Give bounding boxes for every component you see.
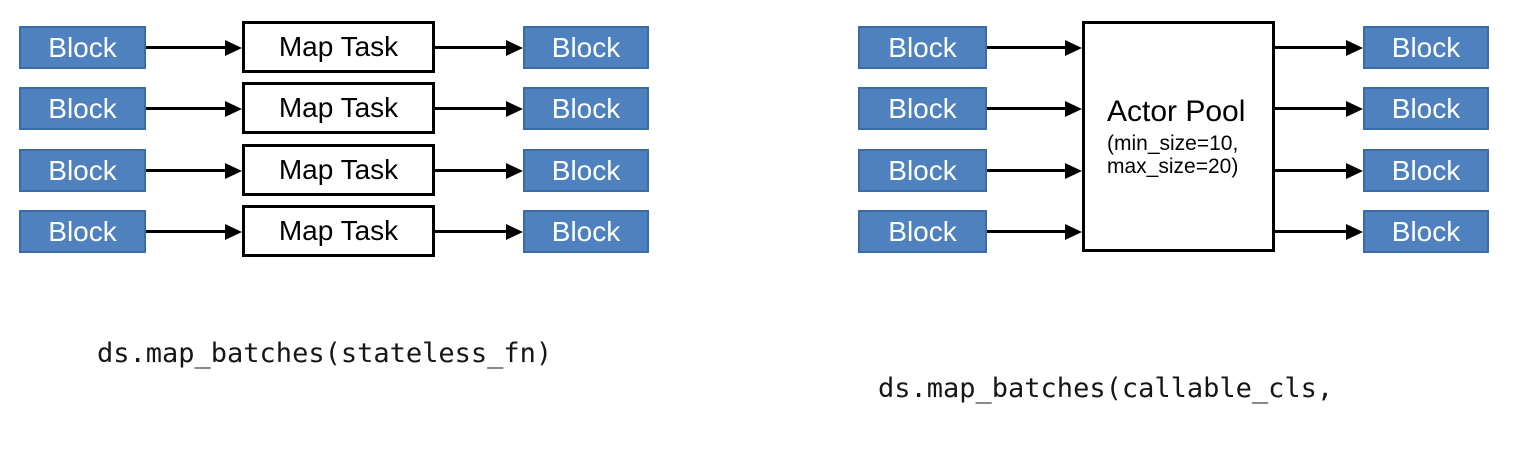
flow-arrow-icon bbox=[435, 100, 523, 117]
input-block: Block bbox=[858, 210, 987, 253]
output-block: Block bbox=[1363, 149, 1489, 192]
output-block: Block bbox=[523, 87, 649, 130]
flow-arrow-icon bbox=[146, 100, 242, 117]
input-block: Block bbox=[19, 210, 146, 253]
flow-arrow-icon bbox=[987, 100, 1082, 117]
flow-arrow-icon bbox=[146, 162, 242, 179]
flow-arrow-icon bbox=[435, 39, 523, 56]
input-block: Block bbox=[19, 26, 146, 69]
actor-pool-code-label: ds.map_batches(callable_cls, compute=Act… bbox=[878, 301, 1366, 452]
flow-arrow-icon bbox=[146, 39, 242, 56]
map-task-box: Map Task bbox=[242, 21, 435, 73]
stateless-fn-code-label: ds.map_batches(stateless_fn) bbox=[97, 338, 553, 369]
flow-arrow-icon bbox=[987, 162, 1082, 179]
flow-arrow-icon bbox=[1275, 100, 1363, 117]
actor-pool-box: Actor Pool (min_size=10, max_size=20) bbox=[1082, 21, 1275, 252]
input-block: Block bbox=[19, 149, 146, 192]
flow-arrow-icon bbox=[435, 223, 523, 240]
input-block: Block bbox=[858, 26, 987, 69]
output-block: Block bbox=[523, 26, 649, 69]
actor-pool-param-min: (min_size=10, bbox=[1107, 132, 1239, 155]
code-line: ds.map_batches(callable_cls, bbox=[878, 373, 1334, 404]
map-task-box: Map Task bbox=[242, 205, 435, 257]
flow-arrow-icon bbox=[1275, 162, 1363, 179]
flow-arrow-icon bbox=[1275, 223, 1363, 240]
input-block: Block bbox=[858, 149, 987, 192]
actor-pool-title: Actor Pool bbox=[1107, 95, 1246, 128]
output-block: Block bbox=[523, 210, 649, 253]
input-block: Block bbox=[19, 87, 146, 130]
flow-arrow-icon bbox=[1275, 39, 1363, 56]
input-block: Block bbox=[858, 87, 987, 130]
actor-pool-param-max: max_size=20) bbox=[1107, 155, 1239, 178]
flow-arrow-icon bbox=[987, 223, 1082, 240]
output-block: Block bbox=[1363, 210, 1489, 253]
flow-arrow-icon bbox=[987, 39, 1082, 56]
flow-arrow-icon bbox=[435, 162, 523, 179]
map-task-box: Map Task bbox=[242, 144, 435, 196]
output-block: Block bbox=[1363, 26, 1489, 69]
flow-arrow-icon bbox=[146, 223, 242, 240]
map-task-box: Map Task bbox=[242, 82, 435, 134]
output-block: Block bbox=[1363, 87, 1489, 130]
output-block: Block bbox=[523, 149, 649, 192]
